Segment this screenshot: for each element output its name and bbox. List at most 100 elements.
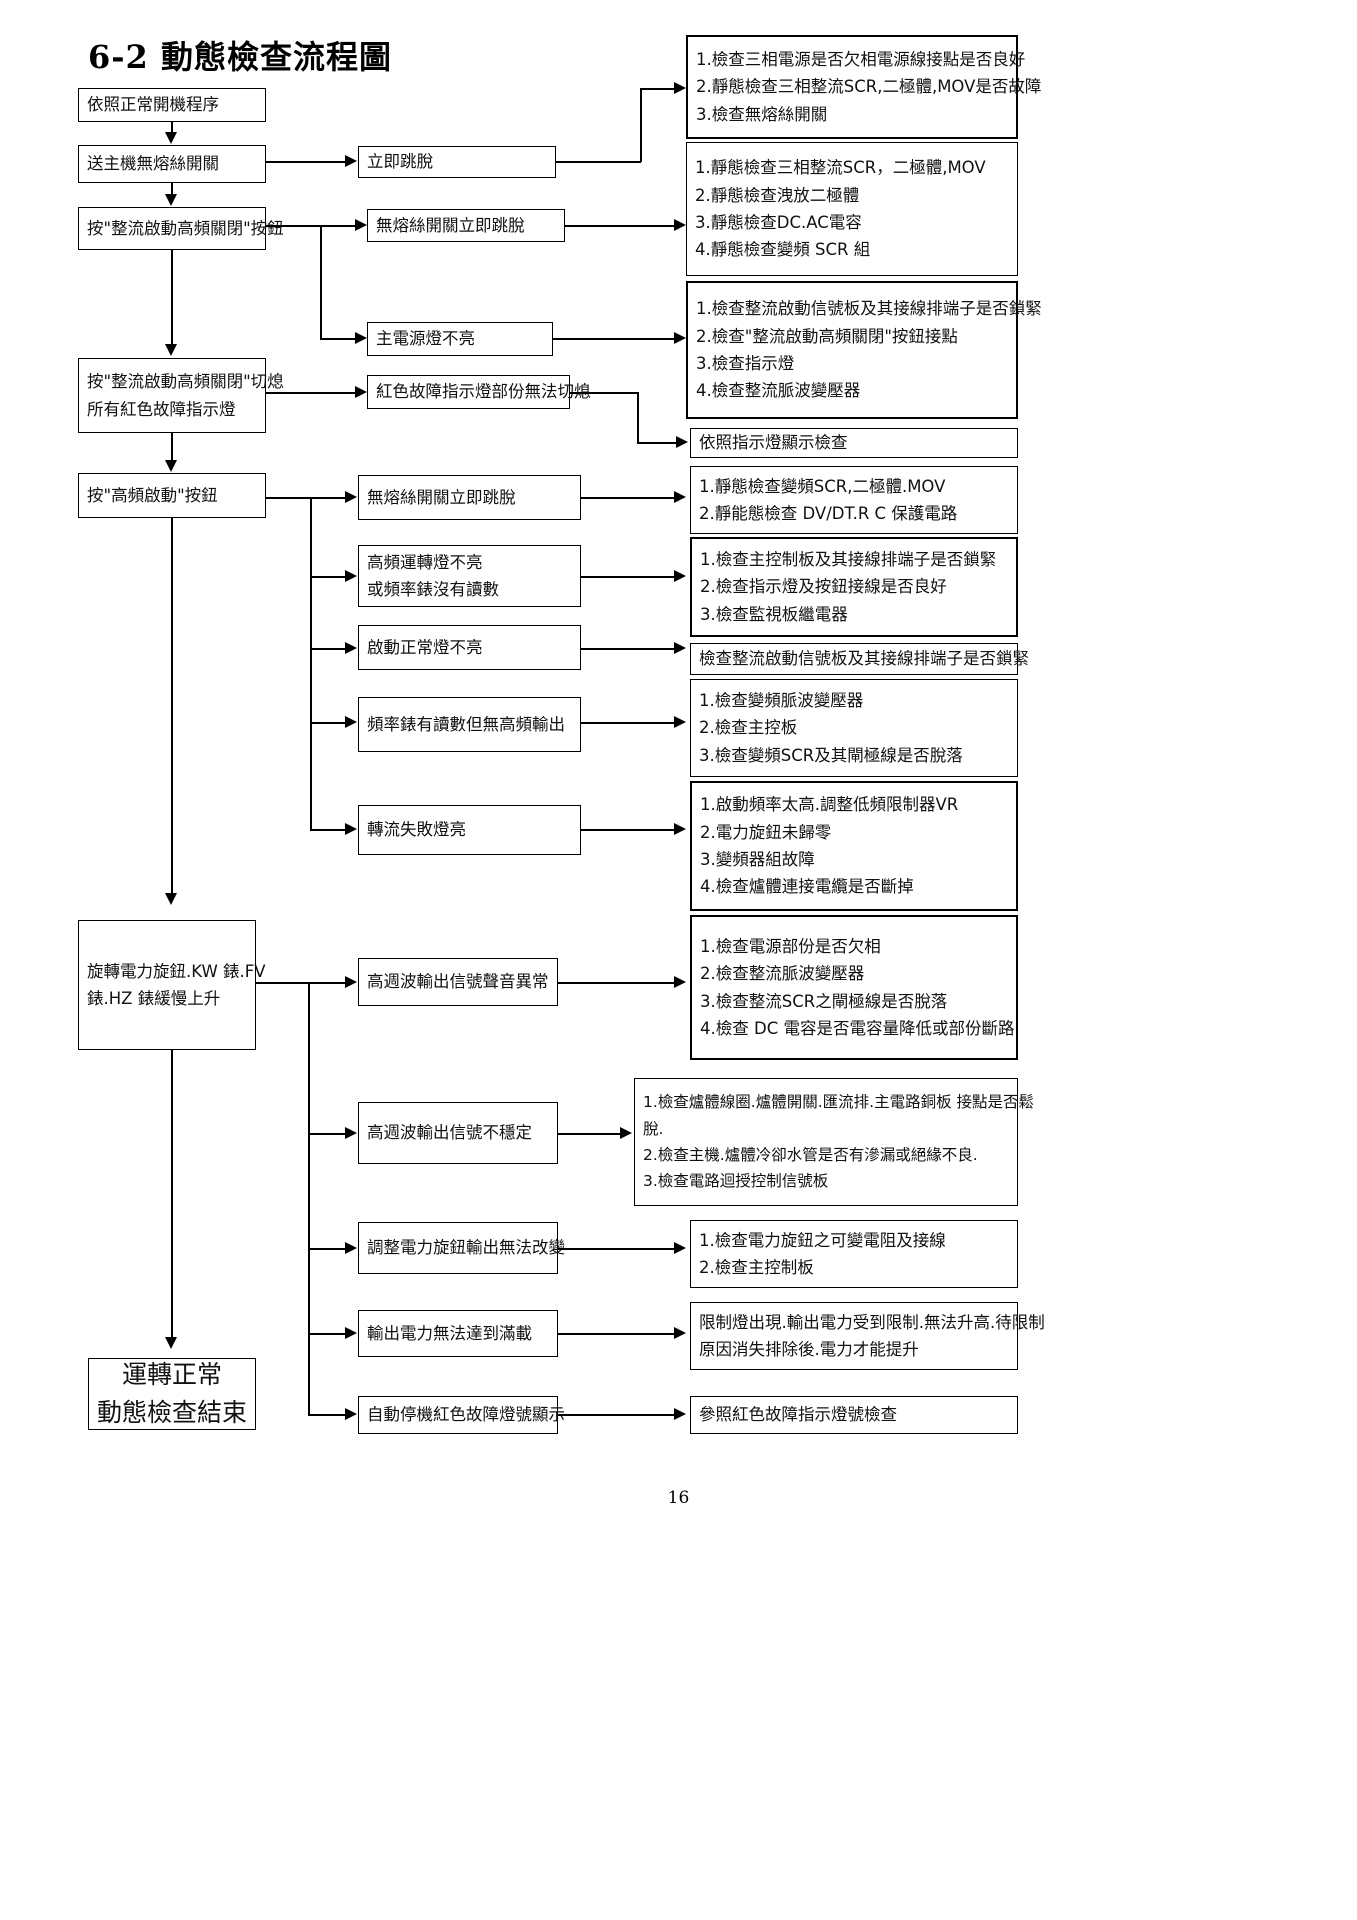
- connector-horizontal: [640, 88, 680, 90]
- check-box-1: 1.檢查三相電源是否欠相電源線接點是否良好 2.靜態檢查三相整流SCR,二極體,…: [686, 35, 1042, 139]
- connector-horizontal: [308, 982, 346, 984]
- flow-box-start-normal-lamp-off: 啟動正常燈不亮: [358, 625, 581, 670]
- check-box-line: 1.檢查變頻脈波變壓器: [699, 691, 864, 711]
- arrow-down-icon: [165, 1337, 177, 1349]
- flow-box-trip-immediately: 立即跳脫: [358, 146, 556, 178]
- check-box-line: 1.檢查爐體線圈.爐體開關.匯流排.主電路銅板 接點是否鬆: [643, 1093, 1034, 1112]
- check-box-line: 2.檢查整流脈波變壓器: [700, 964, 865, 984]
- arrow-right-icon: [674, 570, 686, 582]
- connector-horizontal: [310, 722, 346, 724]
- connector-horizontal: [581, 648, 680, 650]
- check-box-line: 2.靜態檢查三相整流SCR,二極體,MOV是否故障: [696, 77, 1042, 97]
- arrow-right-icon: [355, 386, 367, 398]
- flow-box-line: 按"高頻啟動"按鈕: [87, 485, 218, 505]
- flow-box-red-fault-lamp-partial: 紅色故障指示燈部份無法切熄: [367, 375, 591, 409]
- connector-vertical: [310, 497, 312, 830]
- check-box-line: 1.檢查電力旋鈕之可變電阻及接線: [699, 1230, 946, 1250]
- arrow-right-icon: [345, 155, 357, 167]
- connector-vertical: [320, 225, 322, 339]
- check-box-line: 1.啟動頻率太高.調整低頻限制器VR: [700, 795, 959, 815]
- flow-box-press-hf-start: 按"高頻啟動"按鈕: [78, 473, 266, 518]
- connector-horizontal: [310, 648, 346, 650]
- arrow-right-icon: [345, 1127, 357, 1139]
- check-box-line: 2.檢查主控板: [699, 718, 798, 738]
- check-box-6: 1.檢查主控制板及其接線排端子是否鎖緊 2.檢查指示燈及按鈕接線是否良好 3.檢…: [690, 537, 1018, 637]
- connector-vertical: [640, 88, 642, 162]
- arrow-down-icon: [165, 893, 177, 905]
- page-title: 6-2 動態檢查流程圖: [88, 38, 392, 76]
- check-box-line: 2.靜態檢查洩放二極體: [695, 185, 860, 205]
- check-box-line: 3.檢查無熔絲開關: [696, 104, 828, 124]
- arrow-right-icon: [674, 332, 686, 344]
- flow-box-freq-reading-no-hf-output: 頻率錶有讀數但無高頻輸出: [358, 697, 581, 752]
- check-box-line: 1.靜態檢查三相整流SCR，二極體,MOV: [695, 158, 986, 178]
- connector-vertical: [171, 183, 173, 195]
- arrow-right-icon: [345, 642, 357, 654]
- check-box-line: 3.檢查變頻SCR及其閘極線是否脫落: [699, 745, 963, 765]
- check-box-4: 依照指示燈顯示檢查: [690, 428, 1018, 458]
- check-box-line: 2.檢查"整流啟動高頻關閉"按鈕接點: [696, 326, 958, 346]
- connector-horizontal: [308, 1248, 346, 1250]
- check-box-3: 1.檢查整流啟動信號板及其接線排端子是否鎖緊 2.檢查"整流啟動高頻關閉"按鈕接…: [686, 281, 1042, 419]
- connector-horizontal: [320, 338, 356, 340]
- check-box-line: 1.檢查電源部份是否欠相: [700, 936, 881, 956]
- connector-horizontal: [266, 161, 346, 163]
- flow-box-line: 或頻率錶沒有讀數: [367, 580, 499, 599]
- check-box-line: 脫.: [643, 1119, 664, 1138]
- arrow-right-icon: [674, 1242, 686, 1254]
- connector-horizontal: [266, 225, 356, 227]
- check-box-line: 1.檢查整流啟動信號板及其接線排端子是否鎖緊: [696, 299, 1042, 319]
- check-box-line: 2.電力旋鈕未歸零: [700, 822, 832, 842]
- flow-box-hf-output-unstable: 高週波輸出信號不穩定: [358, 1102, 558, 1164]
- arrow-right-icon: [674, 1408, 686, 1420]
- check-box-line: 1.檢查主控制板及其接線排端子是否鎖緊: [700, 550, 997, 570]
- connector-vertical: [171, 433, 173, 461]
- flow-box-line: 送主機無熔絲開關: [87, 154, 219, 174]
- flow-box-main-nfb: 送主機無熔絲開關: [78, 145, 266, 183]
- check-box-12: 1.檢查電力旋鈕之可變電阻及接線 2.檢查主控制板: [690, 1220, 1018, 1288]
- connector-vertical: [308, 982, 310, 1414]
- connector-horizontal: [558, 982, 680, 984]
- check-box-line: 原因消失排除後.電力才能提升: [699, 1340, 919, 1359]
- connector-horizontal: [581, 829, 680, 831]
- arrow-right-icon: [674, 1327, 686, 1339]
- check-box-7: 檢查整流啟動信號板及其接線排端子是否鎖緊: [690, 643, 1029, 675]
- flow-box-line: 動態檢查結束: [97, 1398, 248, 1427]
- check-box-line: 2.靜能態檢查 DV/DT.R C 保護電路: [699, 504, 958, 523]
- flow-box-line: 紅色故障指示燈部份無法切熄: [376, 382, 591, 402]
- flow-box-line: 高週波輸出信號聲音異常: [367, 972, 549, 992]
- check-box-5: 1.靜態檢查變頻SCR,二極體.MOV 2.靜能態檢查 DV/DT.R C 保護…: [690, 466, 1018, 534]
- arrow-right-icon: [676, 436, 688, 448]
- flow-box-line: 高頻運轉燈不亮: [367, 552, 483, 572]
- check-box-2: 1.靜態檢查三相整流SCR，二極體,MOV 2.靜態檢查洩放二極體 3.靜態檢查…: [686, 142, 1018, 276]
- flow-box-line: 錶.HZ 錶緩慢上升: [87, 989, 221, 1008]
- connector-vertical: [171, 122, 173, 133]
- connector-horizontal: [558, 1333, 680, 1335]
- check-box-line: 參照紅色故障指示燈號檢查: [699, 1405, 897, 1425]
- flow-box-hf-signal-sound-abnormal: 高週波輸出信號聲音異常: [358, 958, 558, 1006]
- arrow-right-icon: [674, 976, 686, 988]
- flow-box-end: 運轉正常 動態檢查結束: [88, 1358, 256, 1430]
- check-box-14: 參照紅色故障指示燈號檢查: [690, 1396, 1018, 1434]
- arrow-right-icon: [345, 716, 357, 728]
- connector-vertical: [171, 250, 173, 345]
- arrow-right-icon: [345, 491, 357, 503]
- flow-box-main-power-lamp-off: 主電源燈不亮: [367, 322, 553, 356]
- check-box-line: 3.檢查監視板繼電器: [700, 604, 848, 624]
- check-box-line: 4.檢查爐體連接電纜是否斷掉: [700, 877, 914, 897]
- check-box-line: 3.檢查整流SCR之閘極線是否脫落: [700, 991, 948, 1011]
- connector-vertical: [171, 518, 173, 894]
- connector-horizontal: [558, 1414, 680, 1416]
- check-box-line: 4.檢查 DC 電容是否電容量降低或部份斷路: [700, 1018, 1015, 1038]
- flow-box-line: 立即跳脫: [367, 152, 433, 172]
- check-box-line: 2.檢查主控制板: [699, 1258, 814, 1277]
- arrow-right-icon: [674, 219, 686, 231]
- flow-box-line: 運轉正常: [121, 1359, 222, 1389]
- arrow-right-icon: [345, 1408, 357, 1420]
- connector-horizontal: [310, 497, 346, 499]
- flow-box-output-power-not-full: 輸出電力無法達到滿載: [358, 1310, 558, 1357]
- flow-box-line: 頻率錶有讀數但無高頻輸出: [367, 714, 565, 734]
- check-box-line: 依照指示燈顯示檢查: [699, 433, 848, 453]
- flow-box-line: 旋轉電力旋鈕.KW 錶.FV: [87, 961, 266, 981]
